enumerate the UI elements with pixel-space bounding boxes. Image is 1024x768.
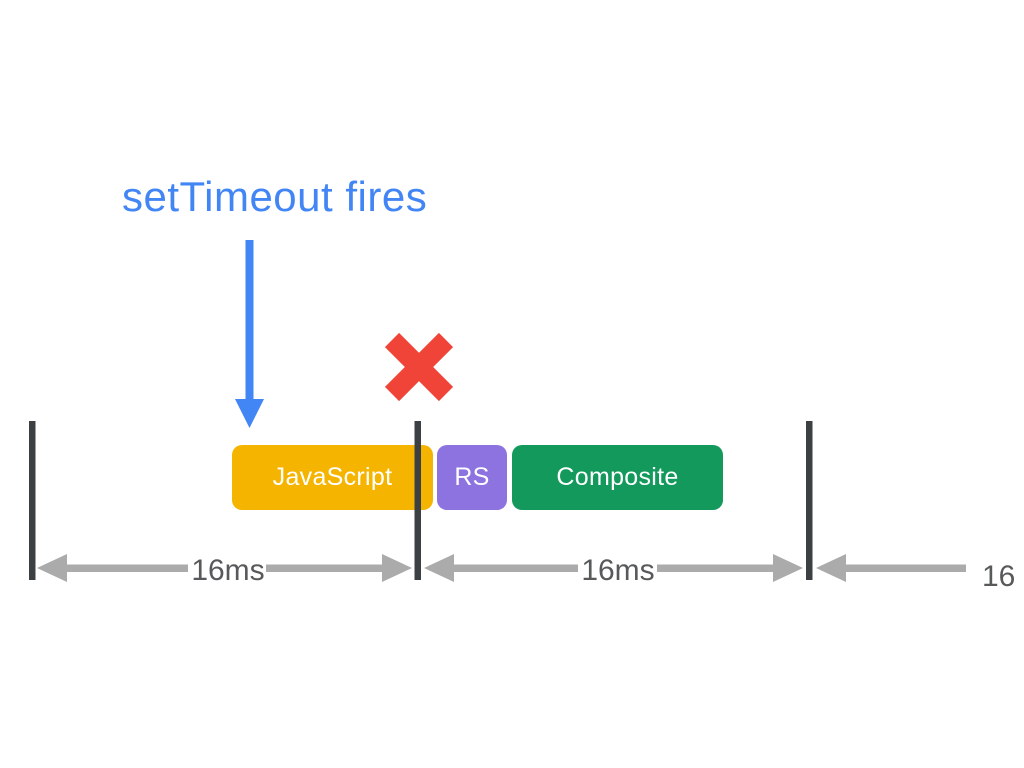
frame-boundary-1 <box>29 421 36 580</box>
task-block-rs: RS <box>437 445 507 510</box>
frame-duration-label-3: 16 <box>982 560 1016 593</box>
down-arrow-icon <box>235 240 264 428</box>
task-block-composite: Composite <box>512 445 723 510</box>
task-block-composite-label: Composite <box>556 463 679 491</box>
frame-duration-label-1: 16ms <box>191 554 265 587</box>
settimeout-fires-label: setTimeout fires <box>122 173 428 220</box>
frame-boundary-3 <box>806 421 813 580</box>
task-block-javascript: JavaScript <box>232 445 433 510</box>
measure-arrow-span-3 <box>816 554 966 582</box>
missed-frame-x-icon <box>384 332 454 402</box>
task-block-javascript-label: JavaScript <box>272 463 393 491</box>
frame-duration-label-2: 16ms <box>581 554 655 587</box>
frame-boundary-2 <box>414 421 421 580</box>
task-block-rs-label: RS <box>454 463 490 491</box>
measure-arrow-span-1 <box>37 554 412 582</box>
measure-arrow-span-2 <box>424 554 803 582</box>
